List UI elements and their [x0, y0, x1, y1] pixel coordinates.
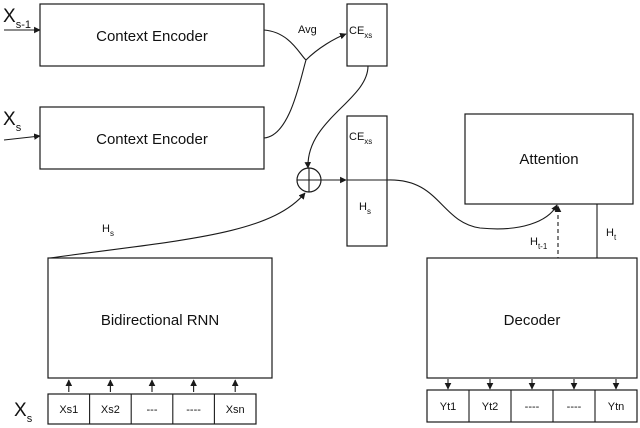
- output-token: ----: [525, 401, 540, 413]
- input-x-curr-label: Xs: [3, 109, 22, 134]
- concat-box: [346, 115, 388, 247]
- input-token: Xsn: [226, 404, 245, 416]
- ce-box-top: [346, 3, 388, 67]
- attention-label: Attention: [519, 151, 578, 168]
- output-token-row: Yt1 Yt2 ---- ---- Ytn: [426, 379, 638, 423]
- ht-1-label: Ht-1: [530, 236, 548, 251]
- decoder-box: [426, 257, 638, 379]
- attention-box: [464, 113, 634, 205]
- input-token: Xs2: [101, 404, 120, 416]
- context-encoder-top: [39, 3, 265, 67]
- ht-label: Ht: [606, 227, 617, 242]
- avg-curve-top: [263, 29, 307, 61]
- input-tokens-x-label: Xs: [14, 400, 33, 425]
- input-token-row: Xs1 Xs2 --- ---- Xsn: [47, 379, 257, 425]
- input-token: ---: [147, 404, 158, 416]
- input-token: ----: [186, 404, 201, 416]
- avg-curve-bottom: [263, 59, 307, 139]
- avg-label: Avg: [298, 24, 317, 36]
- input-token-row-frame: [47, 393, 257, 425]
- context-encoder-bottom: [39, 106, 265, 170]
- input-token: Xs1: [59, 404, 78, 416]
- concat-to-attention-arrow: [386, 179, 558, 230]
- hs-label: Hs: [102, 223, 114, 238]
- avg-to-ce-arrow: [305, 32, 347, 61]
- hs-arrow: [49, 192, 306, 259]
- bidirectional-rnn-box: [47, 257, 273, 379]
- ce-to-plus-arrow: [304, 65, 369, 169]
- output-token: ----: [567, 401, 582, 413]
- ce-top-label: CExs: [349, 25, 372, 40]
- output-token-row-frame: [426, 389, 638, 423]
- output-token: Yt1: [440, 401, 457, 413]
- output-token: Ytn: [608, 401, 625, 413]
- rnn-label: Bidirectional RNN: [101, 312, 219, 329]
- concat-h-label: Hs: [359, 201, 371, 216]
- context-encoder-top-label: Context Encoder: [96, 28, 208, 45]
- concat-ce-label: CExs: [349, 131, 372, 146]
- context-encoder-bottom-label: Context Encoder: [96, 131, 208, 148]
- input-x-prev-label: Xs-1: [3, 6, 31, 31]
- input-arrow-curr: [3, 133, 41, 141]
- decoder-label: Decoder: [504, 312, 561, 329]
- output-token: Yt2: [482, 401, 499, 413]
